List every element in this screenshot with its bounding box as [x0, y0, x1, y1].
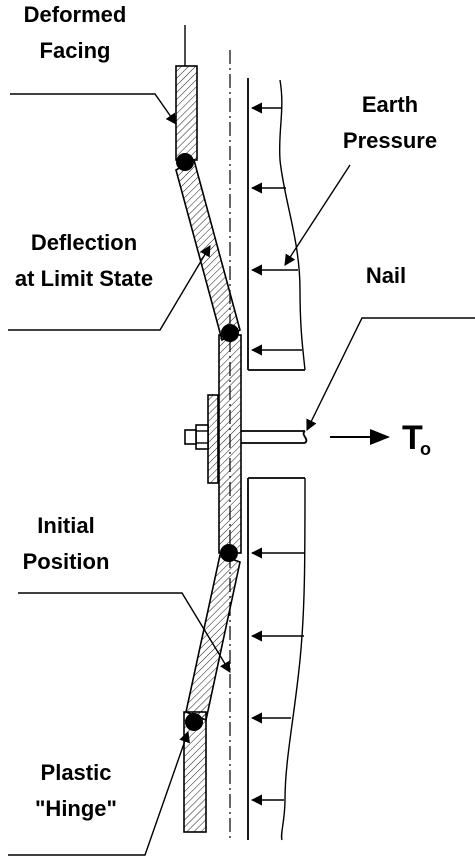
label-earth-pressure-line1: Earth	[362, 92, 418, 117]
label-deflection-line1: Deflection	[31, 230, 137, 255]
nail-nut	[195, 424, 209, 450]
nail-bar-break	[302, 430, 308, 444]
label-earth-pressure-line2: Pressure	[343, 128, 437, 153]
facing-central-segment	[218, 334, 242, 554]
label-force-subscript: o	[420, 439, 431, 459]
facing-lower-inclined-segment	[185, 553, 241, 722]
label-deflection-line2: at Limit State	[15, 266, 153, 291]
earth-pressure-curve-lower	[280, 477, 306, 841]
leader-plastic-hinge	[8, 730, 190, 856]
hinge-point	[176, 153, 194, 171]
facing-top-segment	[175, 65, 198, 161]
label-plastic-hinge-line1: Plastic	[41, 760, 112, 785]
label-nail: Nail	[366, 263, 406, 288]
earth-pressure-curve-upper	[278, 79, 306, 371]
label-deformed-facing-line1: Deformed	[24, 2, 127, 27]
label-force-symbol: T	[402, 419, 423, 457]
label-deformed-facing-line2: Facing	[40, 38, 111, 63]
hinge-point	[220, 544, 238, 562]
leader-earth-pressure	[284, 164, 351, 266]
label-plastic-hinge-line2: "Hinge"	[35, 796, 117, 821]
hinge-point	[221, 324, 239, 342]
leader-nail	[306, 317, 475, 432]
bearing-plate	[207, 394, 219, 484]
nail-end	[184, 429, 197, 445]
leader-deflection	[8, 245, 211, 331]
label-initial-position-line2: Position	[23, 549, 110, 574]
leader-deformed-facing	[10, 93, 177, 125]
leader-initial-position	[18, 592, 231, 673]
label-initial-position-line1: Initial	[37, 513, 94, 538]
hinge-point	[185, 713, 203, 731]
